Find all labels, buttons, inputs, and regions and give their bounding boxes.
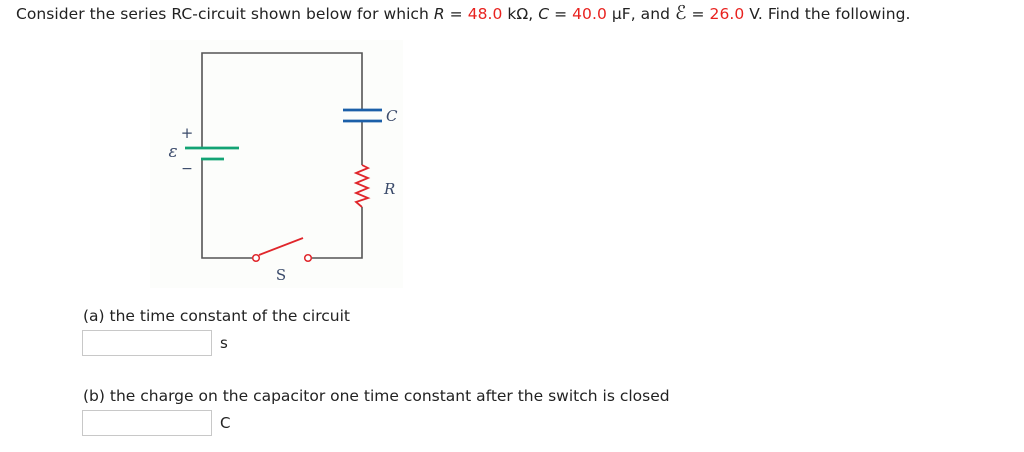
emf-symbol: ℰ	[674, 2, 687, 24]
resistance-value: 48.0	[467, 5, 503, 23]
problem-statement: Consider the series RC-circuit shown bel…	[16, 2, 910, 24]
circuit-wires	[201, 52, 363, 259]
capacitor-charge-input[interactable]	[82, 410, 212, 436]
equals-sign: =	[444, 5, 468, 23]
resistance-unit: kΩ,	[502, 5, 539, 23]
capacitance-unit: µF, and	[606, 5, 675, 23]
resistance-symbol: R	[433, 5, 445, 23]
capacitance-value: 40.0	[572, 5, 607, 23]
resistor-label: R	[383, 180, 395, 198]
switch-icon	[251, 237, 313, 263]
question-a-label: (a) the time constant of the circuit	[83, 307, 350, 325]
equals-sign: =	[686, 5, 710, 23]
switch-label: S	[276, 266, 286, 284]
equals-sign: =	[549, 5, 573, 23]
intro-text: Consider the series RC-circuit shown bel…	[16, 5, 434, 23]
battery-icon	[185, 146, 239, 161]
rc-circuit-diagram: + − ε C R S	[150, 40, 403, 288]
time-constant-input[interactable]	[82, 330, 212, 356]
emf-label: ε	[168, 142, 177, 162]
capacitor-icon	[343, 108, 382, 123]
capacitor-charge-unit: C	[220, 414, 231, 432]
minus-label: −	[181, 161, 193, 177]
plus-label: +	[181, 124, 194, 142]
emf-value: 26.0	[709, 5, 745, 23]
resistor-icon	[353, 164, 371, 208]
capacitor-label: C	[386, 107, 398, 125]
answer-row-a: s	[82, 329, 228, 357]
circuit-svg: + − ε C R S	[168, 52, 398, 284]
capacitance-symbol: C	[538, 5, 550, 23]
question-b-label: (b) the charge on the capacitor one time…	[83, 387, 670, 405]
emf-unit: V. Find the following.	[744, 5, 911, 23]
time-constant-unit: s	[220, 334, 228, 352]
answer-row-b: C	[82, 409, 230, 437]
